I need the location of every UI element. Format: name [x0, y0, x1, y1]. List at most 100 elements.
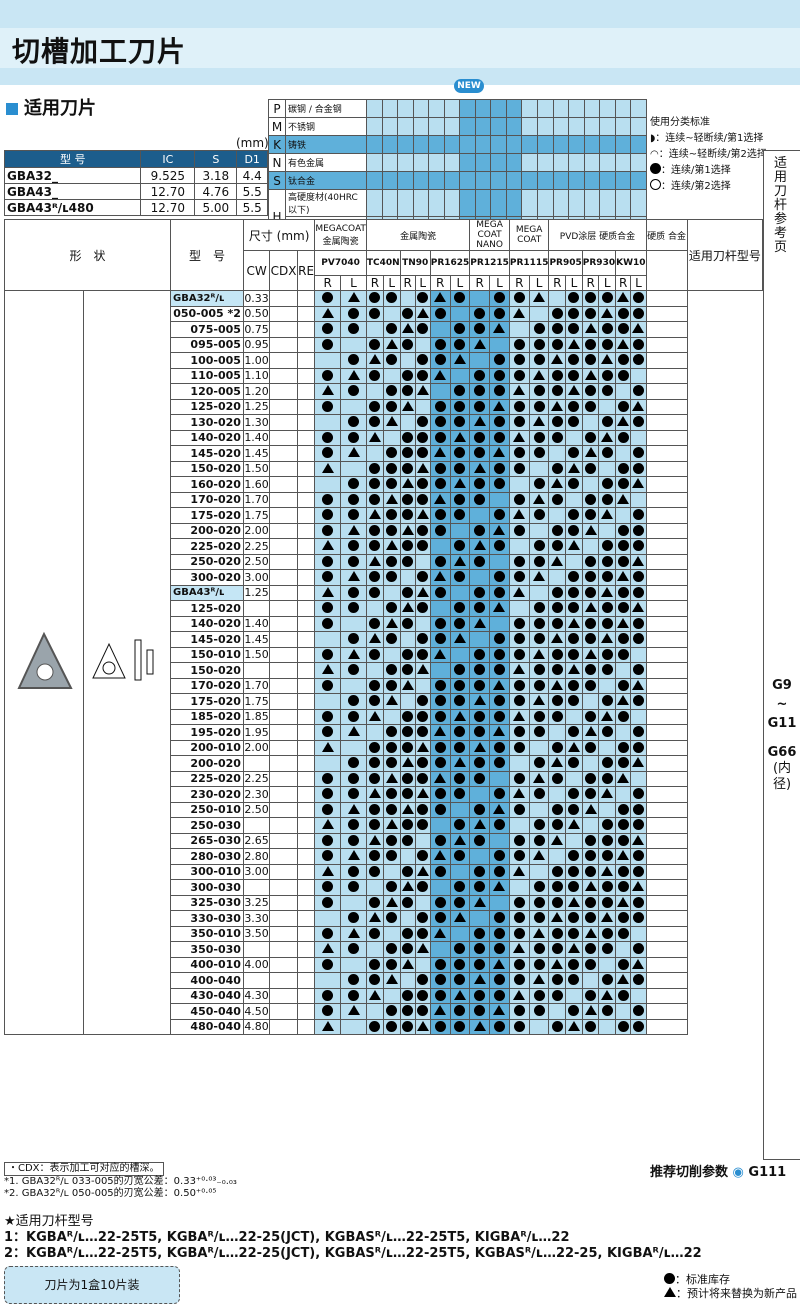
availability-cell — [615, 290, 632, 307]
unit-label: (mm) — [236, 136, 269, 150]
dot-icon — [417, 695, 429, 707]
grade-header: PR1215 — [469, 250, 510, 276]
availability-cell — [548, 476, 567, 493]
availability-cell — [615, 538, 632, 555]
dot-icon — [533, 633, 545, 645]
availability-cell — [429, 352, 451, 369]
triangle-icon — [513, 943, 526, 954]
availability-cell — [399, 352, 416, 369]
availability-cell — [429, 538, 451, 555]
dot-icon — [386, 385, 398, 397]
availability-cell — [340, 894, 367, 911]
dot-icon — [585, 850, 597, 862]
dot-icon — [493, 757, 505, 769]
availability-cell — [382, 615, 401, 632]
dot-icon — [434, 617, 446, 629]
availability-cell — [340, 708, 367, 725]
availability-cell — [340, 801, 367, 818]
dot-icon — [568, 726, 580, 738]
triangle-icon — [434, 726, 447, 737]
holder-cell — [645, 817, 688, 834]
availability-cell — [489, 863, 510, 880]
availability-cell — [565, 801, 583, 818]
availability-cell — [414, 414, 431, 431]
model-code: 110-005 — [170, 367, 244, 384]
dot-icon — [601, 555, 613, 567]
triangle-icon — [584, 648, 597, 659]
dot-icon — [551, 369, 563, 381]
dot-icon — [533, 447, 545, 459]
cw-value: 1.50 — [242, 460, 271, 477]
material-cell — [490, 153, 507, 172]
dot-icon — [474, 648, 486, 660]
dot-icon — [513, 338, 525, 350]
triangle-icon — [601, 710, 614, 721]
availability-cell — [581, 925, 600, 942]
triangle-icon — [473, 896, 486, 907]
dot-icon — [417, 633, 429, 645]
availability-cell — [630, 429, 647, 446]
dot-icon — [417, 292, 429, 304]
availability-cell — [615, 569, 632, 586]
availability-cell — [489, 755, 510, 772]
availability-cell — [548, 584, 567, 601]
triangle-icon — [551, 912, 564, 923]
material-cell — [366, 135, 383, 154]
availability-cell — [399, 739, 416, 756]
availability-cell — [365, 755, 384, 772]
cdx-value — [269, 1018, 298, 1035]
availability-cell — [548, 507, 567, 524]
availability-cell — [365, 848, 384, 865]
dot-icon — [585, 509, 597, 521]
dot-icon — [454, 850, 466, 862]
material-cell — [630, 117, 647, 136]
availability-cell — [365, 801, 384, 818]
material-cell — [459, 99, 476, 118]
availability-cell — [508, 987, 530, 1004]
material-cell — [505, 171, 523, 190]
availability-cell — [630, 569, 647, 586]
availability-cell — [414, 956, 431, 973]
material-cell — [428, 135, 445, 154]
availability-cell — [508, 429, 530, 446]
availability-cell — [449, 879, 471, 896]
spec-table: 型 号 IC S D1 GBA32_ 9.525 3.18 4.4 GBA43_… — [3, 150, 268, 216]
material-cell — [537, 171, 554, 190]
availability-cell — [429, 894, 451, 911]
availability-cell — [469, 507, 491, 524]
dot-icon — [632, 850, 644, 862]
triangle-icon — [321, 664, 334, 675]
availability-cell — [615, 1018, 632, 1035]
holder-cell — [645, 429, 688, 446]
availability-cell — [630, 383, 647, 400]
dot-icon — [386, 400, 398, 412]
holder-cell — [645, 631, 688, 648]
cdx-value — [269, 925, 298, 942]
dot-icon — [533, 617, 545, 629]
availability-cell — [630, 538, 647, 555]
availability-cell — [414, 770, 431, 787]
dot-icon — [632, 571, 644, 583]
material-cell — [381, 189, 399, 217]
triangle-icon — [584, 927, 597, 938]
dot-icon — [402, 834, 414, 846]
availability-cell — [449, 429, 471, 446]
dot-icon — [551, 772, 563, 784]
dot-icon — [493, 664, 505, 676]
availability-cell — [382, 925, 401, 942]
availability-cell — [449, 801, 471, 818]
cdx-value — [269, 770, 298, 787]
triangle-icon — [368, 354, 381, 365]
dot-icon — [402, 1020, 414, 1032]
cdx-value — [269, 1003, 298, 1020]
availability-cell — [548, 553, 567, 570]
model-code: 350-030 — [170, 941, 244, 958]
recommend-link[interactable]: G111 — [748, 1165, 787, 1180]
availability-cell — [382, 414, 401, 431]
availability-cell — [449, 770, 471, 787]
availability-cell — [508, 538, 530, 555]
dot-icon — [348, 323, 359, 335]
availability-cell — [399, 538, 416, 555]
dot-icon — [585, 462, 597, 474]
material-cell — [505, 189, 523, 217]
